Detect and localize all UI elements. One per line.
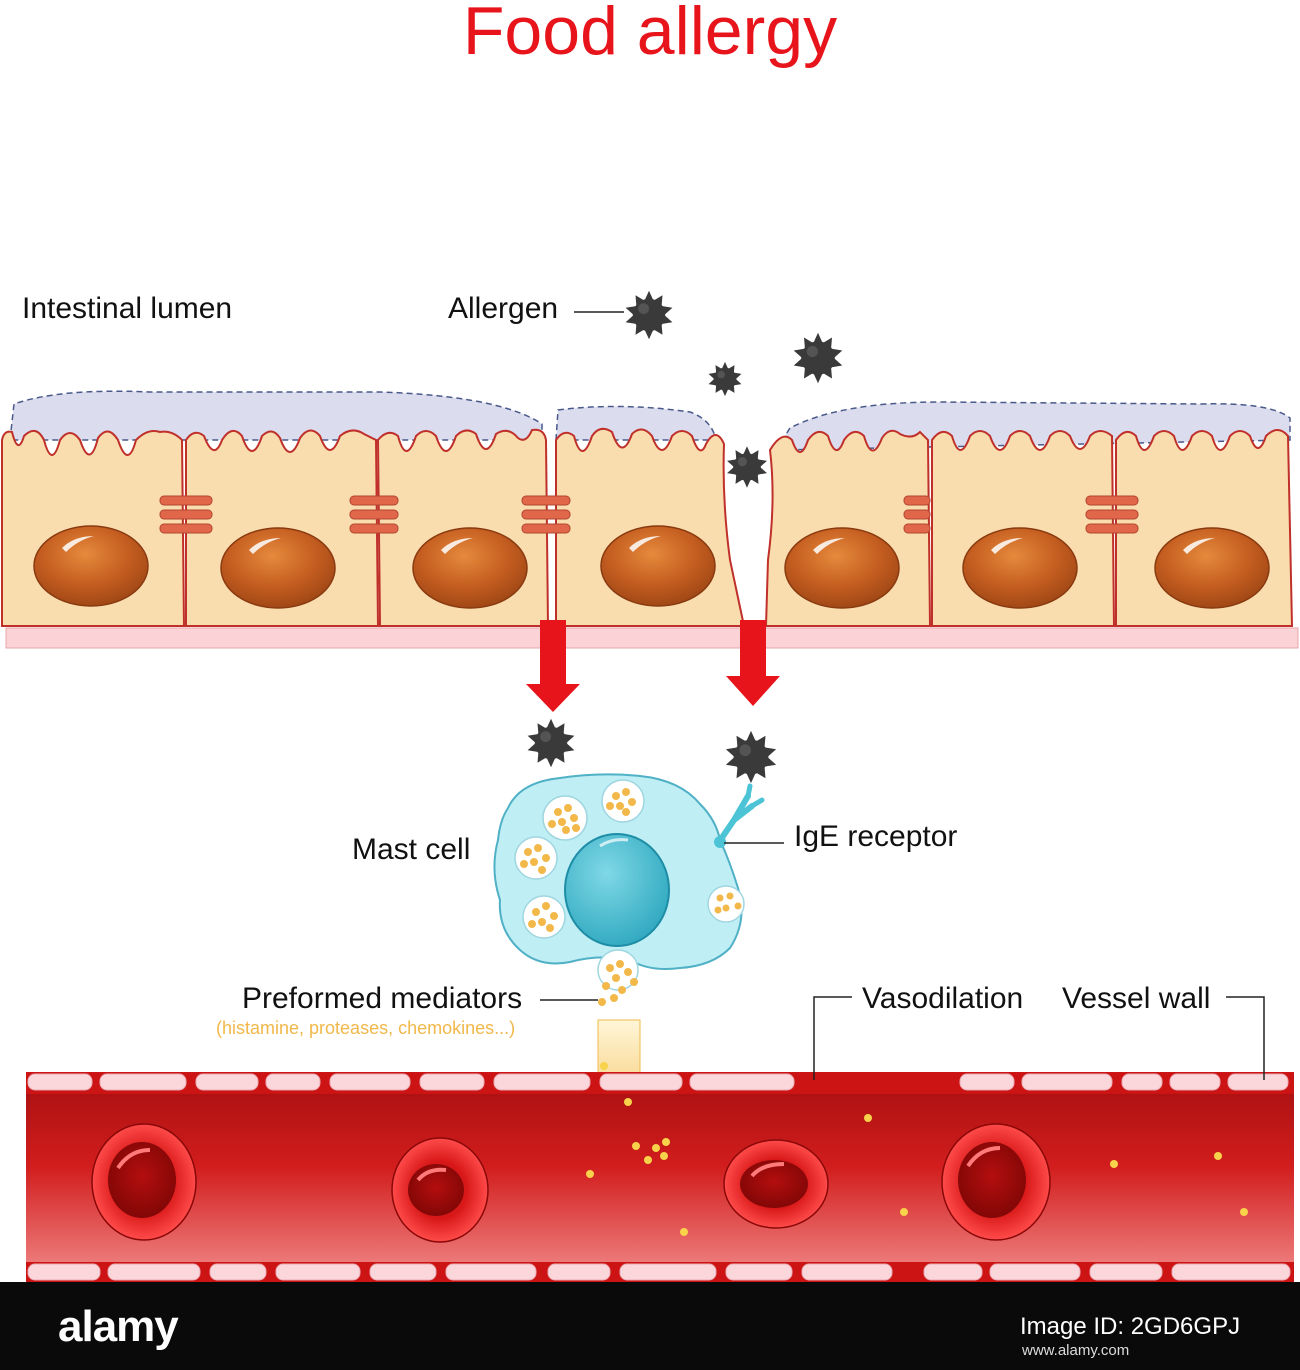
label-vessel-wall: Vessel wall (1062, 982, 1211, 1015)
red-arrow-left (526, 620, 580, 712)
allergen-particle-3 (793, 332, 843, 384)
red-blood-cells (91, 1123, 1051, 1243)
label-vasodilation: Vasodilation (862, 982, 1024, 1015)
mast-cell (493, 773, 765, 1006)
mucus-layer-left (9, 390, 543, 441)
mediator-dots (586, 1062, 1248, 1236)
label-mediators-examples: (histamine, proteases, chemokines...) (216, 1018, 516, 1038)
epithelial-nuclei (33, 525, 1270, 609)
label-ige-receptor: IgE receptor (794, 820, 958, 853)
label-preformed-mediators: Preformed mediators (242, 982, 523, 1015)
basement-membrane (5, 627, 1299, 649)
vasodilation-leader-line (813, 996, 852, 1080)
nucleus-highlights (62, 536, 1215, 554)
label-allergen: Allergen (448, 292, 559, 325)
watermark-url: www.alamy.com (1022, 1342, 1130, 1359)
endothelial-cells-top (27, 1073, 1289, 1091)
watermark-image-id: Image ID: 2GD6GPJ (1020, 1313, 1241, 1340)
blood-vessel (26, 1072, 1294, 1282)
page-title: Food allergy (462, 0, 838, 69)
allergen-particle-5 (527, 718, 575, 768)
red-arrow-right (726, 620, 780, 706)
tight-junctions (159, 495, 1139, 534)
label-mast-cell: Mast cell (352, 833, 471, 866)
vessel-wall-leader-line (1226, 996, 1265, 1080)
allergen-particle-1 (625, 290, 673, 340)
allergen-particle-6 (725, 730, 777, 784)
allergen-particle-2 (708, 361, 742, 397)
watermark-footer-bar (0, 1282, 1300, 1370)
watermark-logo: alamy (58, 1302, 179, 1351)
allergen-particle-4 (727, 446, 767, 488)
label-intestinal-lumen: Intestinal lumen (22, 292, 233, 325)
endothelial-cells-bottom (27, 1263, 1291, 1281)
